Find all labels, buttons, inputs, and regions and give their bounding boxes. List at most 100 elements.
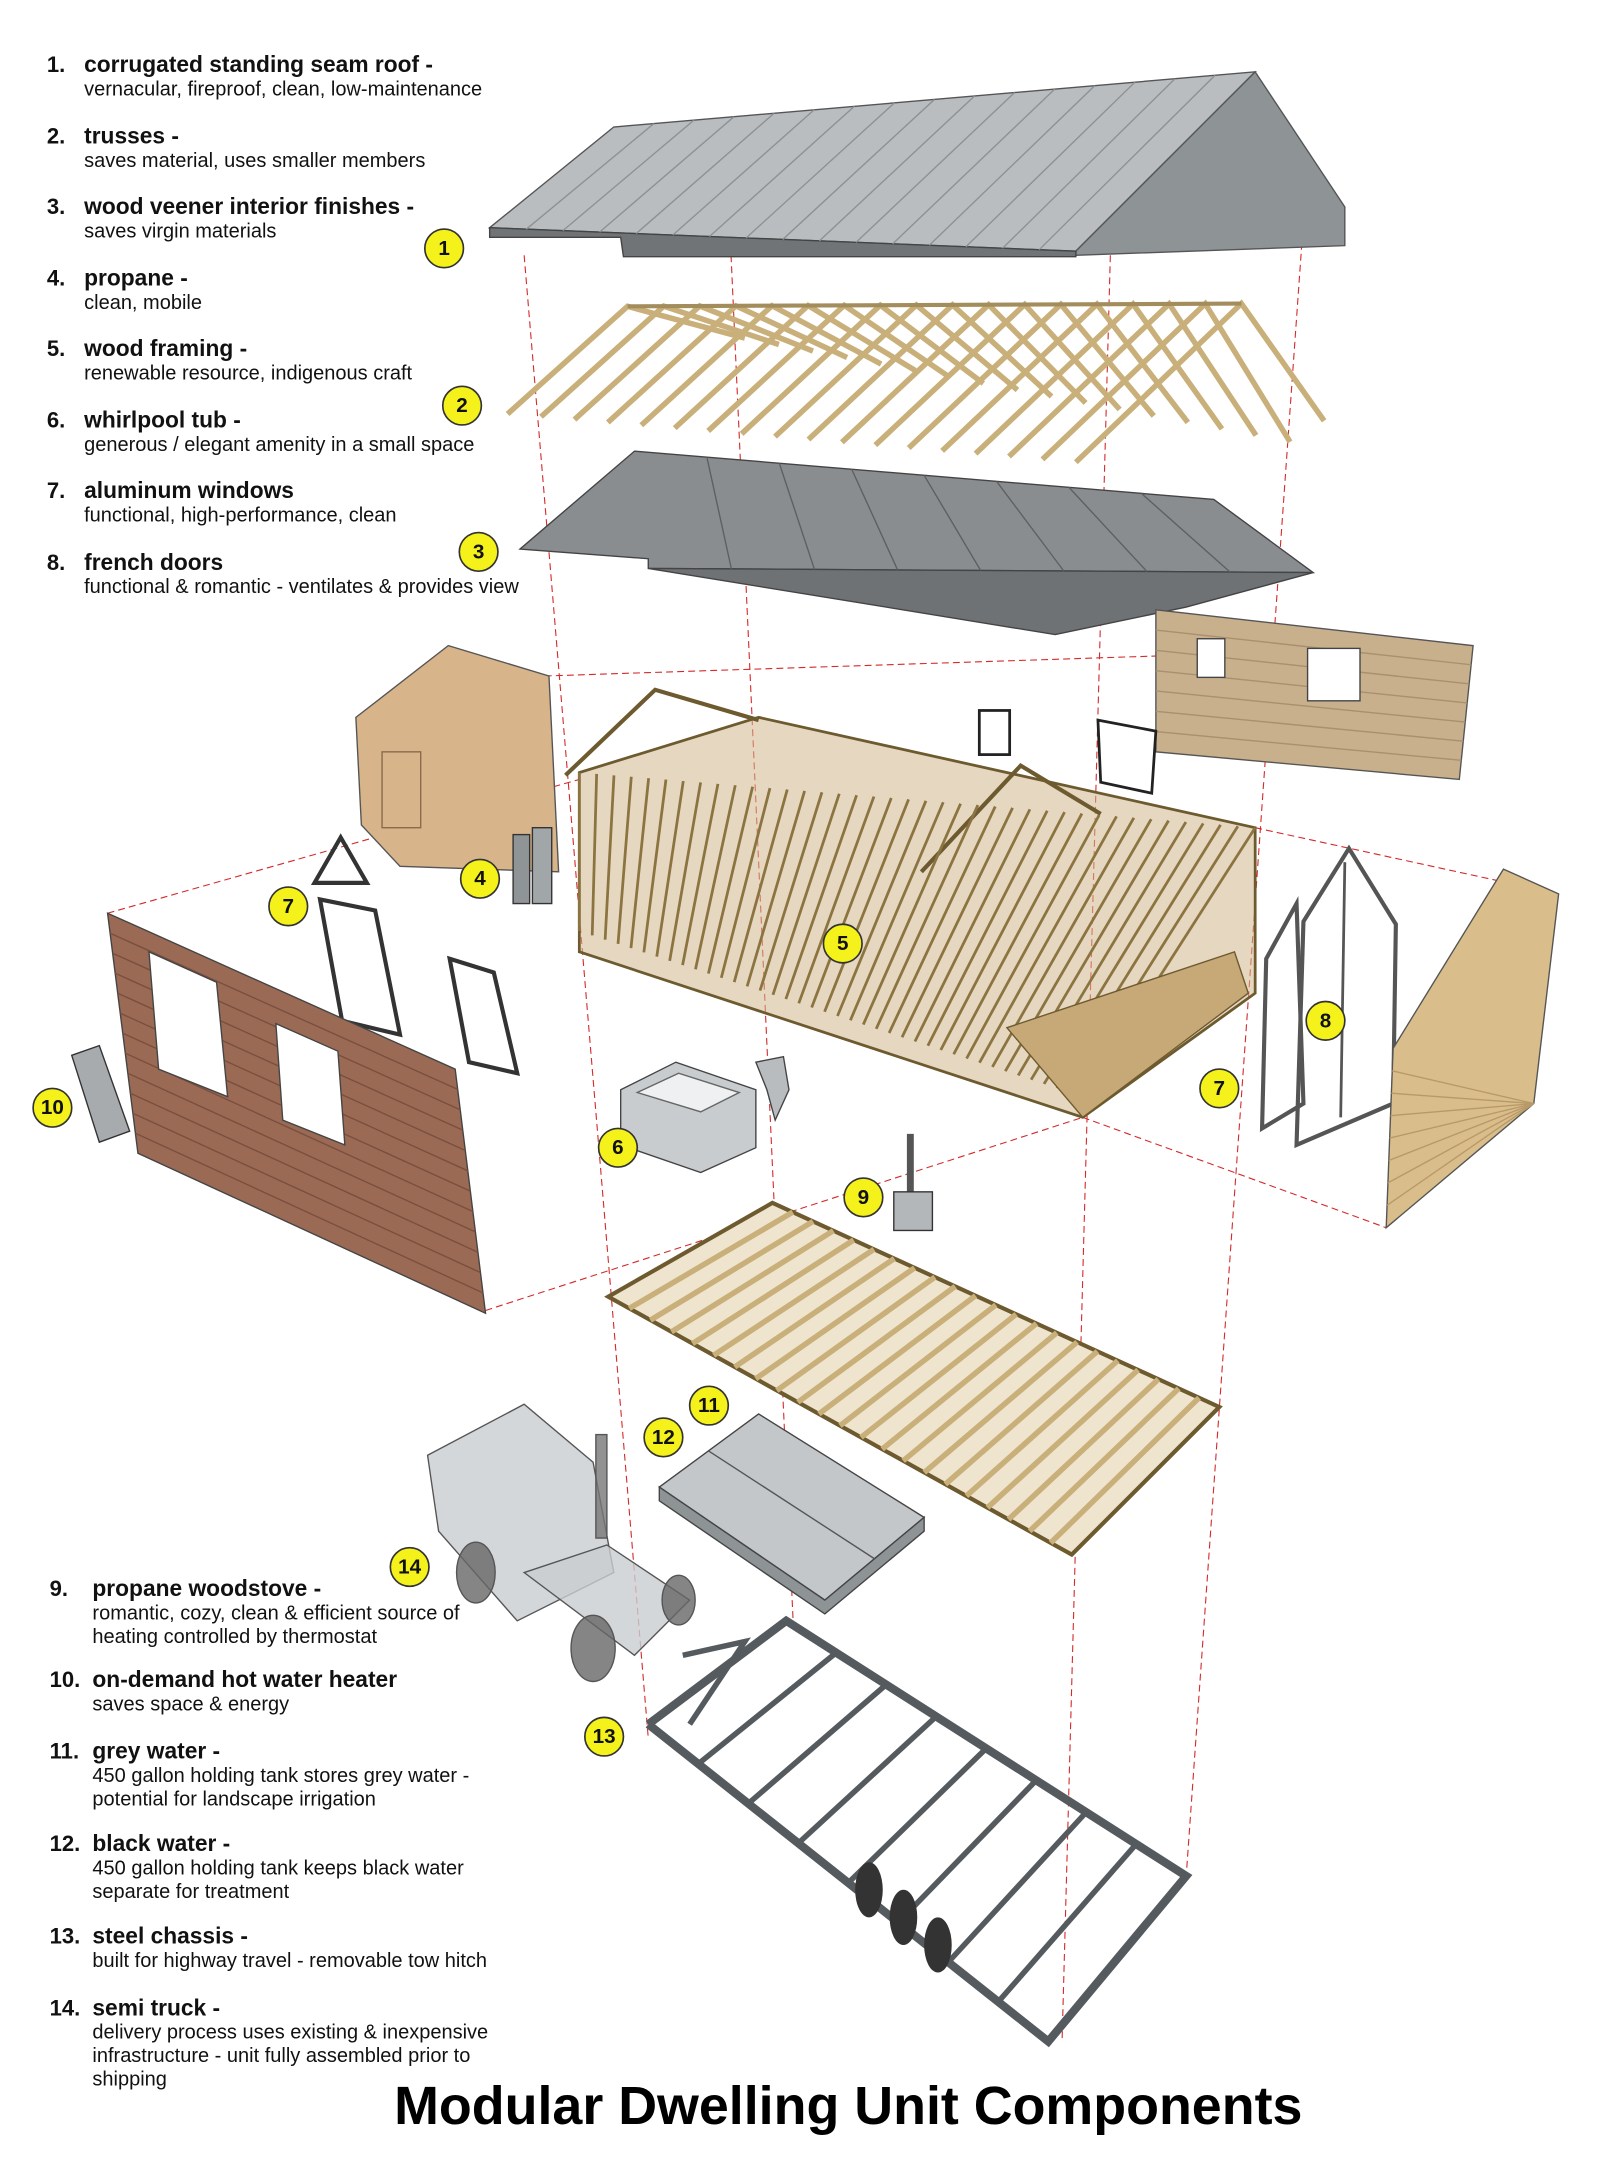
legend-title: aluminum windows — [84, 477, 294, 503]
siding-board — [1155, 690, 1466, 723]
ceiling-seam — [778, 463, 816, 570]
ceiling-seam — [1140, 492, 1231, 573]
callout-marker-6: 6 — [597, 1127, 639, 1168]
legend-number: 12. — [50, 1831, 81, 1856]
stud — [629, 778, 651, 949]
legend-description: 450 gallon holding tank keeps black wate… — [92, 1858, 464, 1880]
wood-framing — [564, 687, 1257, 1119]
legend-description: saves space & energy — [92, 1693, 289, 1715]
right-gable-wall — [1385, 868, 1560, 1230]
roof-seam — [525, 123, 655, 230]
legend-title: french doors — [84, 549, 223, 575]
legend-title: black water - — [92, 1830, 230, 1856]
legend-title: whirlpool tub - — [83, 407, 241, 433]
stud — [874, 804, 980, 1030]
legend-number: 10. — [50, 1667, 81, 1692]
french-doors — [1259, 844, 1398, 1149]
callout-marker-3: 3 — [458, 531, 499, 572]
floor-framing — [604, 1200, 1223, 1558]
siding-board — [1388, 1102, 1535, 1162]
floor-joist — [1048, 1395, 1201, 1545]
whirlpool-tub — [620, 1055, 790, 1174]
legend-description: renewable resource, indigenous craft — [84, 362, 412, 384]
steel-chassis — [645, 1615, 1193, 2048]
legend-item: 5.wood framing -renewable resource, indi… — [47, 335, 413, 384]
legend-item: 13.steel chassis -built for highway trav… — [50, 1923, 487, 1972]
stud — [719, 787, 772, 979]
roof-seam — [818, 95, 976, 242]
water-holding-tanks — [658, 1413, 926, 1615]
legend-description: built for highway travel - removable tow… — [92, 1950, 487, 1972]
interior-ceiling-finish — [518, 450, 1316, 636]
callout-marker-1: 1 — [424, 228, 465, 269]
siding-board — [1155, 629, 1472, 666]
marker-label: 14 — [398, 1556, 421, 1579]
floor-joist — [985, 1367, 1140, 1510]
callout-marker-7: 7 — [268, 886, 309, 927]
siding-board — [135, 1132, 484, 1294]
roof-seam — [965, 81, 1136, 248]
floor-joist — [880, 1321, 1039, 1452]
stud — [913, 808, 1032, 1043]
floor-joist — [712, 1246, 876, 1358]
back-side-wall — [1155, 609, 1474, 781]
stud — [900, 807, 1014, 1038]
callout-marker-14: 14 — [389, 1546, 430, 1588]
siding-board — [1390, 1102, 1534, 1117]
marker-label: 4 — [474, 867, 486, 890]
legend-item: 3.wood veener interior finishes -saves v… — [47, 193, 414, 242]
floor-joist — [627, 1209, 795, 1311]
roof-seam — [745, 102, 895, 239]
marker-label: 7 — [283, 895, 294, 918]
legend-description: delivery process uses existing & inexpen… — [92, 2022, 488, 2044]
stud — [707, 786, 754, 974]
back-gable-wall — [355, 644, 560, 873]
legend-title: steel chassis - — [92, 1923, 248, 1949]
marker-label: 6 — [612, 1136, 624, 1159]
floor-joist — [670, 1228, 835, 1335]
marker-label: 12 — [652, 1426, 675, 1449]
stud — [616, 776, 633, 944]
legend-title: wood veener interior finishes - — [83, 193, 414, 219]
stud — [655, 780, 685, 957]
stud — [590, 773, 599, 936]
roof-seam — [599, 116, 735, 233]
standing-seam-roof — [487, 70, 1346, 258]
legend-number: 11. — [50, 1739, 79, 1764]
legend-title: propane - — [84, 265, 188, 291]
stud — [978, 815, 1118, 1064]
legend-description: functional & romantic - ventilates & pro… — [84, 576, 519, 598]
callout-marker-12: 12 — [643, 1417, 684, 1458]
marker-label: 5 — [837, 932, 849, 955]
legend-number: 6. — [47, 408, 65, 433]
stud — [939, 811, 1066, 1051]
stud — [797, 796, 876, 1004]
chassis-crossbar — [846, 1746, 989, 1885]
legend-description: infrastructure - unit fully assembled pr… — [92, 2045, 470, 2067]
legend-description: saves virgin materials — [84, 220, 276, 242]
legend-item: 9.propane woodstove -romantic, cozy, cle… — [50, 1575, 460, 1648]
stud — [745, 790, 806, 987]
chassis-crossbar — [896, 1778, 1039, 1925]
stud — [836, 800, 928, 1017]
stud — [758, 791, 824, 991]
callout-marker-13: 13 — [584, 1716, 625, 1757]
siding-board — [1389, 1102, 1534, 1139]
roof-seam — [855, 92, 1016, 243]
legend-number: 1. — [47, 52, 65, 77]
stud — [926, 810, 1049, 1047]
legend-description: vernacular, fireproof, clean, low-mainte… — [84, 78, 482, 100]
chassis-crossbar — [996, 1842, 1139, 2004]
legend-description: 450 gallon holding tank stores grey wate… — [92, 1765, 469, 1787]
siding-board — [1387, 1102, 1535, 1184]
floor-joist — [943, 1349, 1100, 1487]
legend-title: on-demand hot water heater — [92, 1666, 397, 1692]
stud — [732, 789, 789, 983]
callout-marker-11: 11 — [688, 1385, 730, 1426]
callout-marker-5: 5 — [822, 923, 863, 964]
legend-number: 9. — [50, 1576, 68, 1601]
marker-label: 7 — [1214, 1077, 1226, 1100]
stud — [965, 814, 1101, 1060]
ceiling-seam — [851, 468, 899, 571]
